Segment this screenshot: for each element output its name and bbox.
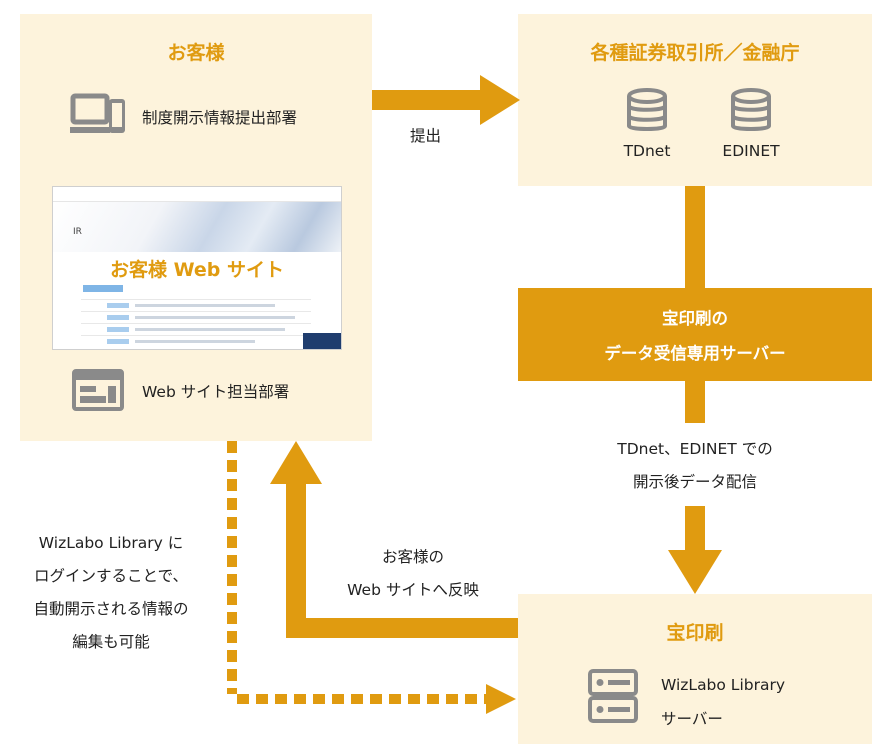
reflect-label-line1: お客様の xyxy=(381,548,444,566)
thumb-pill xyxy=(107,303,129,308)
reflect-label-line2: Web サイトへ反映 xyxy=(347,581,479,599)
thumb-row xyxy=(81,335,311,336)
customer-website-thumbnail: IR お客様 Web サイト xyxy=(52,186,342,350)
takara-title: 宝印刷 xyxy=(666,622,724,644)
exchange-to-server-connector xyxy=(685,186,705,288)
tdnet-label: TDnet xyxy=(623,142,671,160)
thumb-line xyxy=(135,328,285,331)
reflect-arrow xyxy=(270,441,518,638)
thumb-hero-image xyxy=(53,202,341,252)
thumb-line xyxy=(135,316,295,319)
thumb-line xyxy=(135,304,275,307)
delivery-label-line2: 開示後データ配信 xyxy=(632,473,757,491)
exchange-panel xyxy=(518,14,872,186)
exchange-title: 各種証券取引所／金融庁 xyxy=(590,42,800,64)
thumb-row xyxy=(81,311,311,312)
delivery-arrow xyxy=(668,381,722,594)
login-label-line4: 編集も可能 xyxy=(72,633,150,651)
takara-panel xyxy=(518,594,872,744)
thumb-row xyxy=(81,299,311,300)
wizlabo-server-line1: WizLabo Library xyxy=(661,676,786,694)
delivery-label-line1: TDnet、EDINET での xyxy=(617,440,773,458)
server-box-line2: データ受信専用サーバー xyxy=(604,344,786,363)
server-box-line1: 宝印刷の xyxy=(662,309,728,328)
submit-label: 提出 xyxy=(410,127,442,145)
thumb-corner-button xyxy=(303,333,341,349)
login-label-line2: ログインすることで、 xyxy=(34,567,188,585)
website-label: お客様 Web サイト xyxy=(110,259,284,281)
thumb-pill xyxy=(107,315,129,320)
login-label-line1: WizLabo Library に xyxy=(38,534,184,552)
edinet-database-icon xyxy=(731,88,771,131)
devices-icon xyxy=(70,93,125,133)
web-dept-label: Web サイト担当部署 xyxy=(142,383,290,401)
login-dotted-arrow xyxy=(227,441,516,714)
login-label-line3: 自動開示される情報の xyxy=(33,600,189,618)
submit-arrow xyxy=(372,75,520,125)
tdnet-database-icon xyxy=(627,88,667,131)
thumb-ir-heading: IR xyxy=(73,227,82,237)
server-icon xyxy=(588,669,638,723)
thumb-tab xyxy=(83,285,123,292)
customer-title: お客様 xyxy=(167,42,225,64)
thumb-pill xyxy=(107,327,129,332)
disclosure-dept-label: 制度開示情報提出部署 xyxy=(142,109,298,127)
thumb-row xyxy=(81,323,311,324)
thumb-line xyxy=(135,340,255,343)
thumb-pill xyxy=(107,339,129,344)
data-receiving-server-box: 宝印刷の データ受信専用サーバー xyxy=(518,288,872,381)
edinet-label: EDINET xyxy=(722,142,780,160)
web-layout-icon xyxy=(72,369,124,411)
wizlabo-server-line2: サーバー xyxy=(661,710,723,728)
thumb-header-bar xyxy=(53,187,341,202)
